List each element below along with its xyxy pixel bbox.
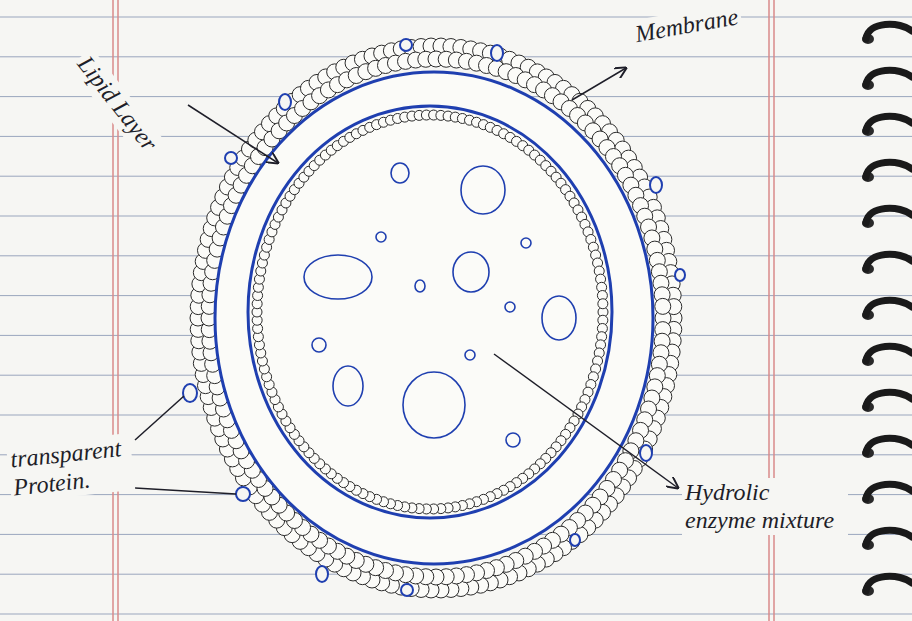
spiral-ring xyxy=(862,530,912,550)
inner-lipid-row xyxy=(252,110,608,514)
ruled-line xyxy=(0,614,912,615)
ring-wire xyxy=(866,530,912,545)
spiral-ring xyxy=(862,300,912,320)
transparent-protein xyxy=(316,566,328,582)
spiral-ring xyxy=(862,70,912,90)
enzyme-vesicle xyxy=(312,338,326,352)
ring-wire xyxy=(866,116,912,131)
ring-wire xyxy=(866,300,912,315)
protein-leader xyxy=(135,488,236,494)
transparent-protein xyxy=(401,584,413,596)
spiral-ring xyxy=(862,346,912,366)
lysosome-figure xyxy=(183,38,685,598)
enzyme-vesicle xyxy=(453,252,489,292)
outer-lipid-row xyxy=(190,38,682,598)
ruled-line xyxy=(0,17,912,18)
ring-wire xyxy=(866,484,912,499)
proteins xyxy=(183,39,685,596)
lipid-arrow xyxy=(188,105,278,163)
ring-wire xyxy=(866,208,912,223)
spiral-ring xyxy=(862,438,912,458)
spiral-ring xyxy=(862,392,912,412)
spiral-ring xyxy=(862,208,912,228)
spiral-ring xyxy=(862,254,912,274)
transparent-protein xyxy=(650,177,662,193)
enzyme-label: Hydrolic enzyme mixture xyxy=(682,478,848,535)
protein-label: transparent Protein. xyxy=(6,433,135,503)
lipid-head xyxy=(598,299,608,309)
transparent-protein xyxy=(183,384,197,402)
lumen xyxy=(264,122,596,502)
transparent-protein xyxy=(491,45,503,61)
transparent-protein xyxy=(640,445,652,461)
enzyme-vesicle xyxy=(505,302,515,312)
enzyme-vesicle xyxy=(403,372,465,438)
ring-wire xyxy=(866,438,912,453)
spiral-ring xyxy=(862,116,912,136)
ring-wire xyxy=(866,346,912,361)
transparent-protein xyxy=(279,94,291,110)
outer-membrane xyxy=(215,72,653,564)
ring-wire xyxy=(866,576,912,591)
ring-wire xyxy=(866,162,912,177)
enzyme-vesicle xyxy=(376,232,386,242)
enzyme-vesicle xyxy=(542,296,576,340)
enzyme-vesicle xyxy=(304,255,372,299)
ring-wire xyxy=(866,254,912,269)
spiral-ring xyxy=(862,576,912,596)
transparent-protein xyxy=(225,152,237,164)
enzyme-vesicle xyxy=(465,350,475,360)
ruled-lines xyxy=(0,17,912,614)
transparent-protein xyxy=(400,39,412,51)
inner-membrane xyxy=(248,106,612,518)
spiral-ring xyxy=(862,484,912,504)
transparent-protein xyxy=(675,269,685,281)
enzyme-vesicle xyxy=(506,433,520,447)
transparent-protein xyxy=(236,487,250,501)
lipid-label: Lipid Layer xyxy=(69,48,165,160)
ring-wire xyxy=(866,392,912,407)
enzyme-vesicle xyxy=(521,238,531,248)
outer-lipid-row xyxy=(201,51,671,585)
enzyme-vesicle xyxy=(415,280,425,292)
lipid-head xyxy=(655,298,671,314)
ring-wire xyxy=(866,24,912,39)
enzyme-vesicle xyxy=(461,166,505,214)
transparent-protein xyxy=(570,534,580,546)
leader-lines xyxy=(135,68,678,494)
membrane-label: Membrane xyxy=(630,2,743,50)
ring-wire xyxy=(866,70,912,85)
spiral-ring xyxy=(862,162,912,182)
spiral-ring xyxy=(862,24,912,44)
margin-lines xyxy=(113,0,774,621)
enzyme-vesicle xyxy=(391,163,409,183)
membrane-arrow xyxy=(572,68,626,100)
enzyme-vesicle xyxy=(333,366,363,406)
spiral-binding xyxy=(862,24,912,596)
vesicles xyxy=(304,163,576,447)
protein-leader xyxy=(135,396,184,440)
enzyme-arrow xyxy=(494,354,678,488)
